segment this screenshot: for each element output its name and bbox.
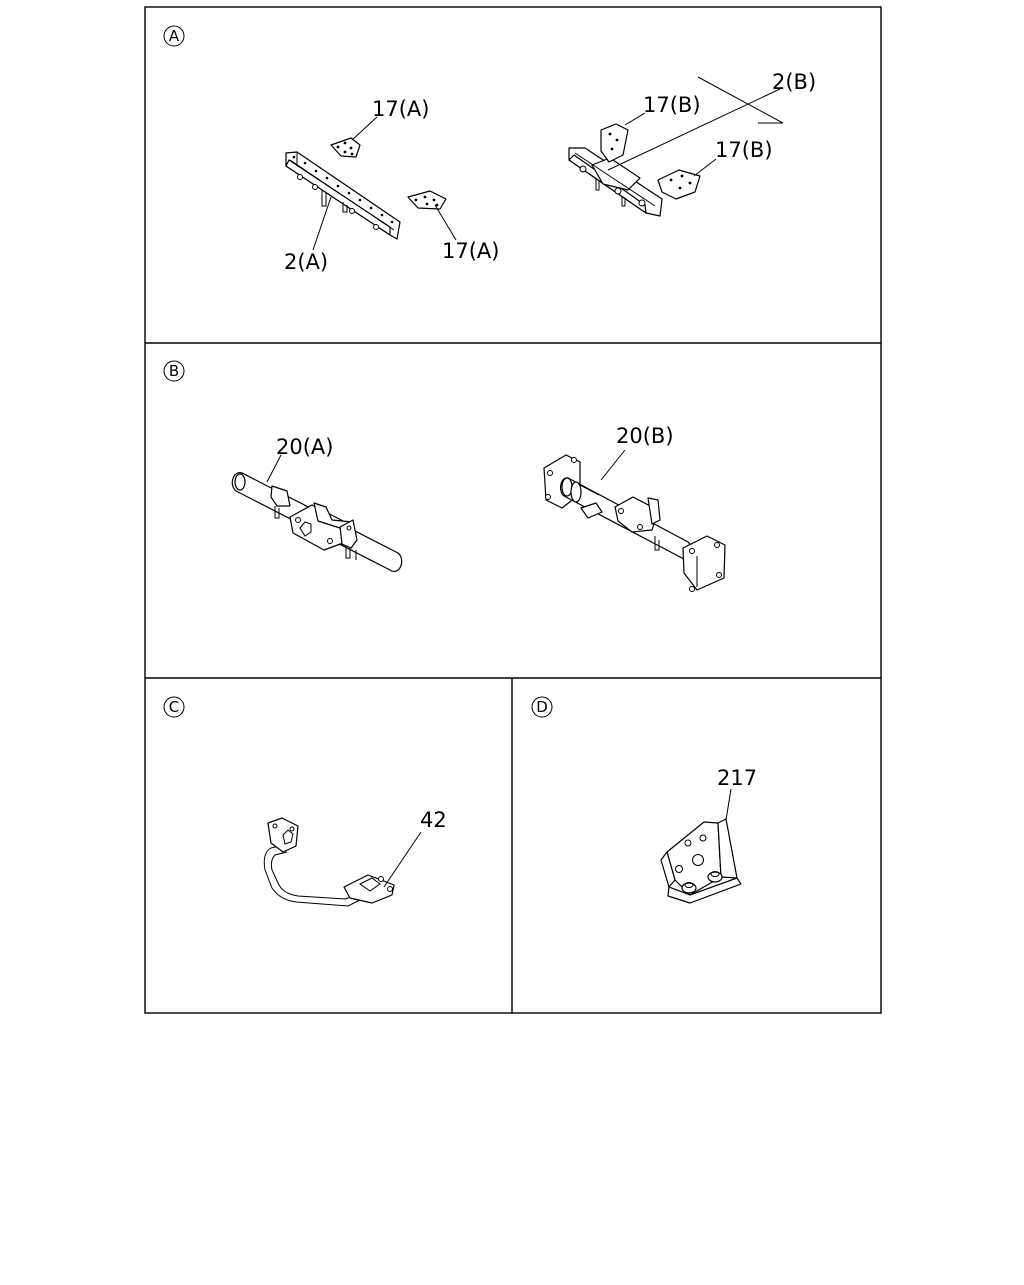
label-217: 217: [717, 766, 757, 790]
panel-b-marker-text: B: [169, 362, 179, 380]
panel-a-marker: A: [163, 25, 185, 47]
label-17b-right: 17(B): [715, 138, 773, 162]
bar-42-drawing: [263, 817, 395, 907]
label-42: 42: [420, 808, 447, 832]
panel-c-marker-text: C: [169, 698, 179, 716]
panel-b: B 20(A): [163, 360, 726, 592]
label-17a-bottom: 17(A): [442, 239, 499, 263]
tube-20b-drawing: [543, 454, 726, 592]
label-2a: 2(A): [284, 250, 328, 274]
label-2b: 2(B): [772, 70, 816, 94]
crossmember-b-drawing: [568, 147, 663, 217]
panel-d: D 217: [531, 696, 757, 904]
panel-a: A: [163, 25, 816, 274]
panel-c-marker: C: [163, 696, 185, 718]
label-20b: 20(B): [616, 424, 674, 448]
bracket-17b-top-drawing: [600, 123, 629, 163]
crossmember-a-drawing: [285, 151, 401, 240]
tube-20a-drawing: [231, 471, 403, 573]
bracket-17a-top-drawing: [330, 137, 361, 158]
panel-c: C 42: [163, 696, 447, 907]
panel-a-marker-text: A: [169, 27, 180, 45]
label-20a: 20(A): [276, 435, 333, 459]
panel-frame: [144, 6, 882, 1014]
bracket-17a-bottom-drawing: [407, 190, 447, 210]
panel-d-marker: D: [531, 696, 553, 718]
bracket-217-drawing: [660, 818, 742, 904]
label-17b-top: 17(B): [643, 93, 701, 117]
panel-b-marker: B: [163, 360, 185, 382]
panel-d-marker-text: D: [536, 698, 548, 716]
label-17a-top: 17(A): [372, 97, 429, 121]
bracket-17b-right-drawing: [657, 169, 701, 200]
